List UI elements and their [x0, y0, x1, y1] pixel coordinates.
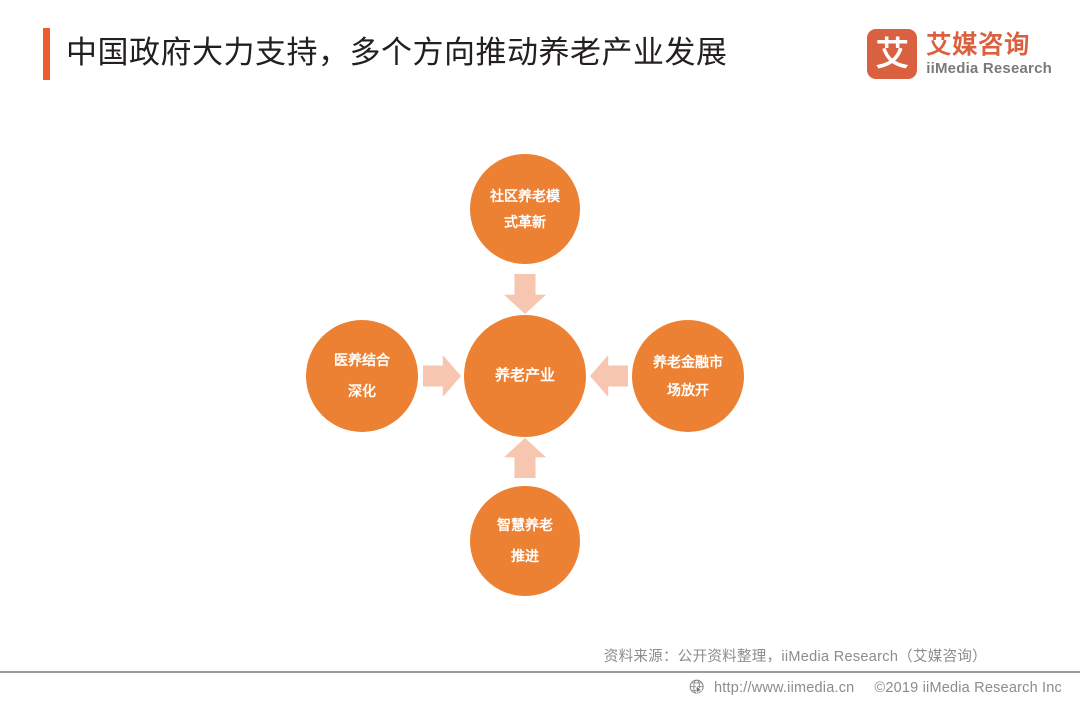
iimedia-logo: 艾 艾媒咨询 iiMedia Research	[867, 26, 1052, 82]
aging-industry-diagram: 社区养老模 式革新 医养结合 深化 养老金融市 场放开 智慧养老 推进 养老产业	[0, 108, 1080, 628]
page-title: 中国政府大力支持，多个方向推动养老产业发展	[66, 35, 728, 70]
left-node: 医养结合 深化	[306, 320, 418, 432]
logo-name-cn: 艾媒咨询	[926, 30, 1031, 59]
footer-url[interactable]: http://www.iimedia.cn	[714, 679, 855, 696]
left-node-line-2: 深化	[348, 383, 376, 399]
page-footer: http://www.iimedia.cn ©2019 iiMedia Rese…	[0, 673, 1080, 702]
right-node-line-2: 场放开	[667, 382, 709, 398]
bottom-node-line-1: 智慧养老	[497, 517, 553, 533]
source-note: 资料来源：公开资料整理，iiMedia Research（艾媒咨询）	[603, 649, 987, 665]
top-node-line-1: 社区养老模	[490, 188, 560, 204]
logo-mark-icon: 艾	[867, 29, 918, 79]
bottom-node: 智慧养老 推进	[470, 486, 580, 596]
arrow-down-icon	[504, 274, 546, 314]
logo-text: 艾媒咨询 iiMedia Research	[926, 30, 1052, 77]
arrow-right-icon	[423, 355, 461, 397]
bottom-node-line-2: 推进	[511, 548, 539, 564]
footer-divider	[0, 671, 1080, 673]
center-node-label: 养老产业	[494, 367, 555, 384]
page-header: 中国政府大力支持，多个方向推动养老产业发展 艾 艾媒咨询 iiMedia Res…	[0, 0, 1080, 108]
arrow-up-icon	[504, 438, 546, 478]
left-node-line-1: 医养结合	[334, 352, 390, 368]
right-node-line-1: 养老金融市	[653, 354, 723, 370]
center-node: 养老产业	[464, 315, 586, 437]
top-node-line-2: 式革新	[504, 214, 546, 230]
footer-copyright: ©2019 iiMedia Research Inc	[874, 679, 1062, 696]
logo-name-en: iiMedia Research	[926, 59, 1052, 77]
arrow-left-icon	[590, 355, 628, 397]
right-node: 养老金融市 场放开	[632, 320, 744, 432]
globe-cursor-icon	[689, 679, 704, 695]
title-accent-bar	[43, 28, 50, 80]
top-node: 社区养老模 式革新	[470, 154, 580, 264]
